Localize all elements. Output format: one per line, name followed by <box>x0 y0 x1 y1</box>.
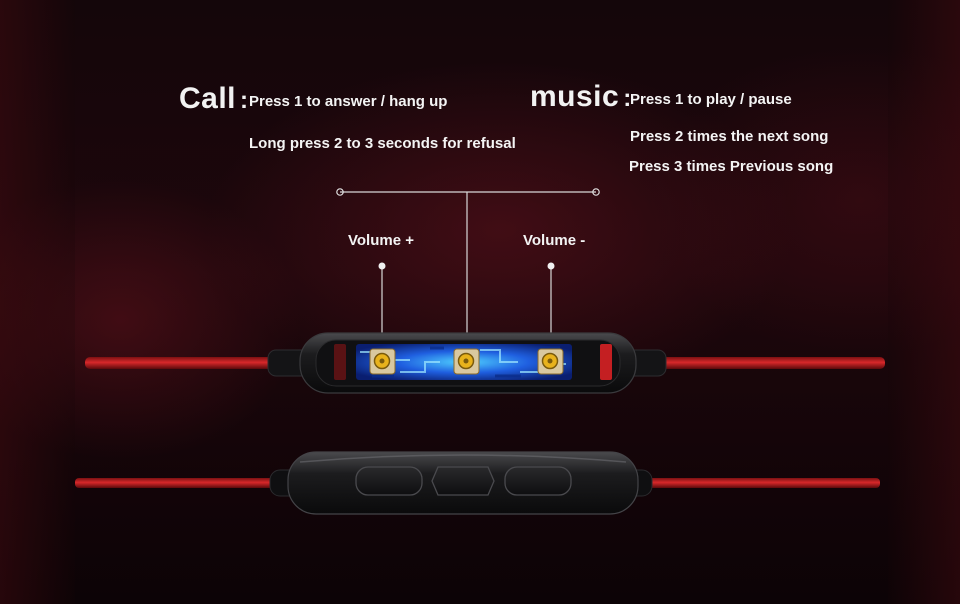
music-label: music <box>530 80 620 113</box>
volume-plus-button <box>355 466 423 496</box>
volume-minus-label: Volume - <box>523 232 586 249</box>
music-instruction-2: Press 2 times the next song <box>630 128 829 145</box>
call-heading: Call: <box>179 82 249 116</box>
upper-cable <box>85 357 885 369</box>
music-separator: : <box>623 85 632 112</box>
call-instruction-1: Press 1 to answer / hang up <box>249 93 448 110</box>
background-panel-left <box>0 0 75 604</box>
lower-cable <box>75 478 880 488</box>
music-instruction-1: Press 1 to play / pause <box>630 91 792 108</box>
contact-volume-plus <box>369 348 396 375</box>
call-separator: : <box>240 87 249 114</box>
call-instruction-2: Long press 2 to 3 seconds for refusal <box>249 135 516 152</box>
volume-minus-button <box>504 466 572 496</box>
music-instruction-3: Press 3 times Previous song <box>629 158 834 175</box>
multifunction-button <box>431 466 495 496</box>
contact-volume-minus <box>537 348 564 375</box>
contact-multifunction <box>453 348 480 375</box>
call-label: Call <box>179 82 237 115</box>
volume-plus-label: Volume + <box>348 232 414 249</box>
music-heading: music: <box>530 80 632 114</box>
background-panel-right <box>888 0 960 604</box>
